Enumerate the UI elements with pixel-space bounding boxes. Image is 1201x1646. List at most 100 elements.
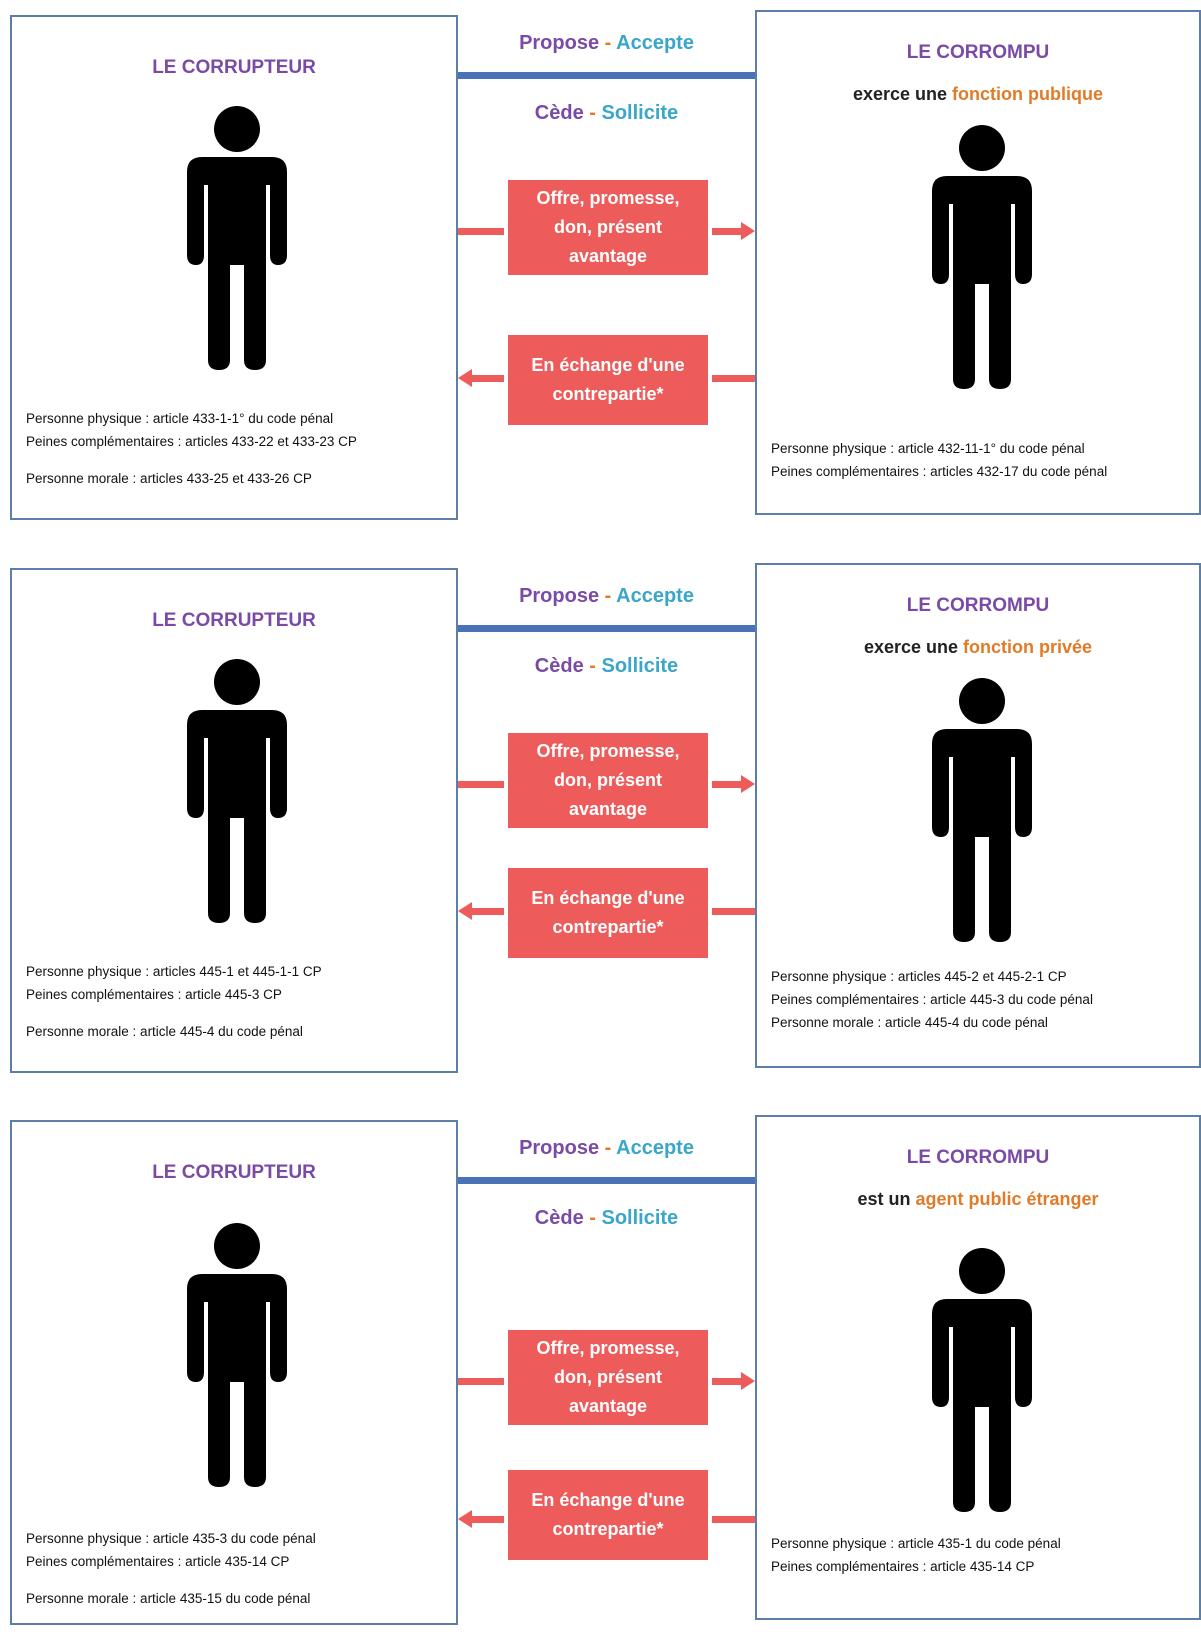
corrompu-title: LE CORROMPU [906,595,1050,616]
offer-line: Offre, promesse, [536,188,680,208]
exchange-line: En échange d'une [531,888,685,908]
corrupteur-box: LE CORRUPTEUR Personne physique : articl… [10,1120,458,1625]
exchange-line: contrepartie* [552,1519,664,1539]
subtitle-highlight: fonction privée [963,637,1093,657]
exchange-line: contrepartie* [552,917,664,937]
section-3: LE CORRUPTEUR Personne physique : articl… [0,1115,1201,1635]
arrow-shaft [458,1378,504,1385]
law-line: Peines complémentaires : article 435-14 … [26,1554,290,1569]
corrompu-box: LE CORROMPU est un agent public étranger… [755,1115,1201,1620]
connector-line [458,625,755,632]
offer-line: avantage [568,246,648,266]
arrow-shaft [712,228,741,235]
exchange-box: En échange d'une contrepartie* [508,335,708,425]
corrompu-laws: Personne physique : article 435-1 du cod… [771,1532,1191,1578]
person-icon [927,677,1037,942]
section-1: LE CORRUPTEUR Personne physique : articl… [0,10,1201,530]
corrompu-subtitle: exerce une fonction privée [757,637,1199,658]
arrow-shaft [458,228,504,235]
subtitle-prefix: exerce une [863,637,964,657]
verb-line-cede-sollicite: Cède - Sollicite [458,1207,755,1230]
corrompu-subtitle: exerce une fonction publique [757,84,1199,105]
arrow-shaft [712,1516,755,1523]
person-icon [182,105,292,370]
verb-separator: - [599,1137,617,1159]
subtitle-prefix: exerce une [852,84,953,104]
exchange-line: En échange d'une [531,355,685,375]
verb-accepte: Accepte [616,32,694,54]
law-line: Peines complémentaires : article 445-3 d… [771,992,1093,1007]
corrupteur-laws: Personne physique : articles 445-1 et 44… [26,960,448,1043]
verb-cede: Cède [534,655,584,677]
offer-line: don, présent [553,1367,662,1387]
person-icon [927,124,1037,389]
corrompu-laws: Personne physique : articles 445-2 et 44… [771,965,1191,1034]
law-line: Personne morale : article 435-15 du code… [26,1591,311,1606]
offer-line: Offre, promesse, [536,741,680,761]
corrupteur-box: LE CORRUPTEUR Personne physique : articl… [10,15,458,520]
subtitle-highlight: fonction publique [952,84,1104,104]
verb-cede: Cède [534,102,584,124]
verb-line-propose-accepte: Propose - Accepte [458,1137,755,1160]
verb-accepte: Accepte [616,585,694,607]
verb-propose: Propose [519,32,600,54]
corrupteur-laws: Personne physique : article 435-3 du cod… [26,1527,448,1610]
verb-separator: - [599,585,617,607]
law-line: Peines complémentaires : article 445-3 C… [26,987,282,1002]
corrupteur-laws: Personne physique : article 433-1-1° du … [26,407,448,490]
law-line: Personne morale : article 445-4 du code … [26,1024,303,1039]
verb-accepte: Accepte [616,1137,694,1159]
arrow-shaft [472,1516,504,1523]
arrow-right-icon [741,775,755,793]
corrupteur-title: LE CORRUPTEUR [152,1162,316,1183]
arrow-left-icon [458,1510,472,1528]
law-line: Personne physique : article 432-11-1° du… [771,441,1085,456]
verb-sollicite: Sollicite [601,655,679,677]
verb-separator: - [583,1207,602,1229]
verb-separator: - [583,655,602,677]
connector-line [458,1177,755,1184]
law-line: Personne physique : article 435-1 du cod… [771,1536,1061,1551]
arrow-right-icon [741,1372,755,1390]
offer-line: Offre, promesse, [536,1338,680,1358]
verb-separator: - [599,32,617,54]
corrompu-box: LE CORROMPU exerce une fonction publique… [755,10,1201,515]
arrow-right-icon [741,222,755,240]
arrow-left-icon [458,902,472,920]
offer-line: avantage [568,799,648,819]
arrow-left-icon [458,369,472,387]
corrupteur-title: LE CORRUPTEUR [152,57,316,78]
verb-propose: Propose [519,1137,600,1159]
law-line: Peines complémentaires : articles 433-22… [26,434,357,449]
corrompu-title: LE CORROMPU [906,42,1050,63]
verb-sollicite: Sollicite [601,1207,679,1229]
connector-line [458,72,755,79]
offer-line: don, présent [553,217,662,237]
offer-line: don, présent [553,770,662,790]
person-icon [182,658,292,923]
corrupteur-title: LE CORRUPTEUR [152,610,316,631]
law-line: Peines complémentaires : articles 432-17… [771,464,1108,479]
verb-separator: - [583,102,602,124]
law-line: Personne physique : articles 445-1 et 44… [26,964,322,979]
subtitle-highlight: agent public étranger [915,1189,1099,1209]
corrupteur-box: LE CORRUPTEUR Personne physique : articl… [10,568,458,1073]
law-line: Personne physique : article 435-3 du cod… [26,1531,316,1546]
law-line: Personne morale : article 445-4 du code … [771,1015,1048,1030]
arrow-shaft [472,908,504,915]
subtitle-prefix: est un [857,1189,916,1209]
law-line: Peines complémentaires : article 435-14 … [771,1559,1035,1574]
corrompu-title: LE CORROMPU [906,1147,1050,1168]
corrompu-laws: Personne physique : article 432-11-1° du… [771,437,1191,483]
exchange-line: contrepartie* [552,384,664,404]
verb-cede: Cède [534,1207,584,1229]
exchange-line: En échange d'une [531,1490,685,1510]
exchange-box: En échange d'une contrepartie* [508,868,708,958]
offer-box: Offre, promesse, don, présent avantage [508,1330,708,1425]
law-line: Personne physique : article 433-1-1° du … [26,411,334,426]
verb-propose: Propose [519,585,600,607]
corrompu-subtitle: est un agent public étranger [757,1189,1199,1210]
offer-box: Offre, promesse, don, présent avantage [508,180,708,275]
person-icon [182,1222,292,1487]
verb-sollicite: Sollicite [601,102,679,124]
